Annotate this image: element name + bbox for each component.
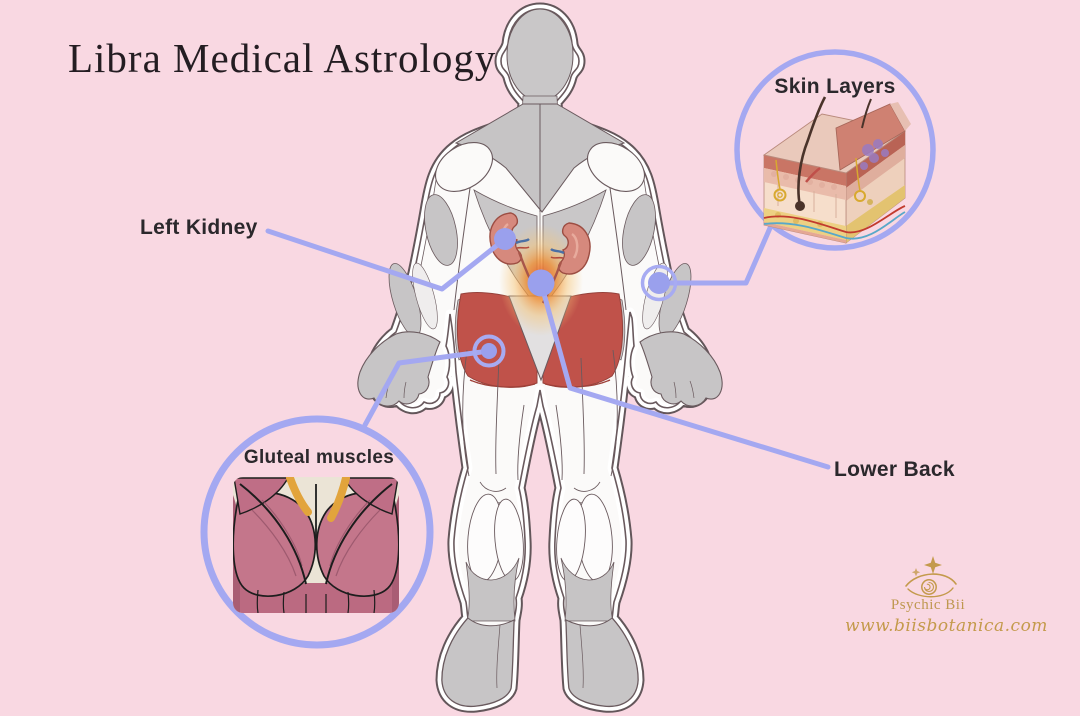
lower-back-label: Lower Back xyxy=(834,458,955,481)
marker-dot-gluteal xyxy=(472,334,506,368)
connector-line-lower-back xyxy=(538,280,831,470)
marker-dot-skin xyxy=(640,264,678,302)
brand-name: Psychic Bii xyxy=(890,597,966,613)
connector-line-gluteal xyxy=(362,348,492,428)
left-kidney-label: Left Kidney xyxy=(140,216,258,239)
human-body-figure xyxy=(357,9,723,706)
connector-line-left-kidney xyxy=(265,228,508,292)
marker-dot-left-kidney xyxy=(494,228,516,250)
gluteal-muscles-illustration xyxy=(233,477,399,613)
poster-title: Libra Medical Astrology xyxy=(68,35,497,81)
skin-layers-label: Skin Layers xyxy=(774,75,896,98)
marker-dot-lower-back xyxy=(527,269,555,297)
connector-line-skin-layers xyxy=(656,225,773,286)
brand-website: www.biisbotanica.com xyxy=(845,616,1048,636)
sparkle-icon xyxy=(924,556,942,574)
mystic-eye-icon xyxy=(905,556,957,598)
gluteal-muscles-label: Gluteal muscles xyxy=(243,447,395,468)
skin-cross-section-illustration xyxy=(762,96,911,244)
